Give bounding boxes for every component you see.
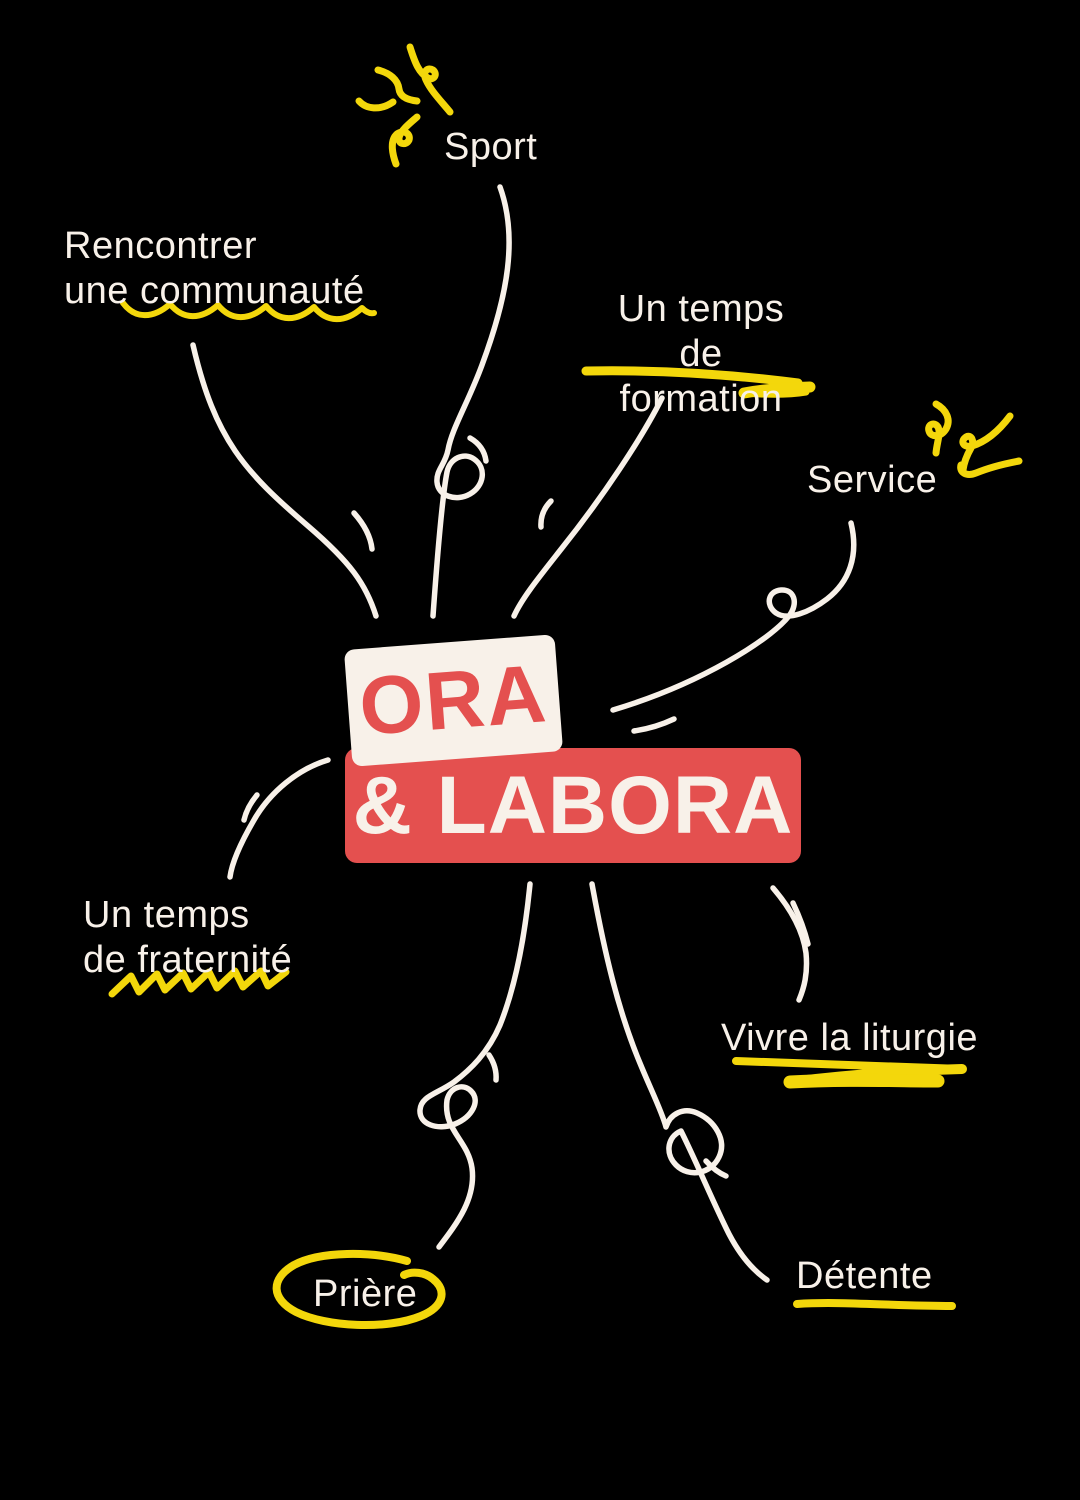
curl-stroke-icon bbox=[957, 457, 1023, 478]
line-sport-accent bbox=[467, 435, 489, 464]
branch-label-text: Un temps bbox=[83, 894, 250, 936]
branch-label-text: Un temps bbox=[617, 288, 785, 330]
scribble-stroke-icon bbox=[783, 1073, 945, 1089]
line-fraternity-accent bbox=[241, 792, 260, 823]
sparkle-stroke-icon bbox=[374, 66, 421, 105]
sparkle-stroke-icon bbox=[355, 97, 397, 112]
line-community-accent bbox=[351, 510, 375, 552]
line-liturgy bbox=[770, 885, 810, 1003]
line-prayer-accent bbox=[486, 1052, 499, 1083]
line-relaxation bbox=[589, 881, 770, 1283]
formation-marker-underline bbox=[581, 366, 816, 399]
branch-label-text: Rencontrer bbox=[64, 225, 257, 267]
branch-label-community: Rencontrer une communauté bbox=[64, 224, 365, 314]
branch-label-sport: Sport bbox=[444, 125, 537, 170]
sparkle-curl-icon bbox=[406, 43, 454, 116]
doodles bbox=[108, 43, 1023, 1330]
line-liturgy-accent bbox=[790, 900, 811, 947]
liturgy-scribble-underline bbox=[732, 1057, 967, 1089]
branch-label-text: Service bbox=[807, 459, 938, 501]
line-prayer bbox=[417, 881, 533, 1250]
branch-label-fraternity: Un temps de fraternité bbox=[83, 893, 292, 983]
relaxation-underline bbox=[793, 1299, 956, 1310]
branch-label-text: Vivre la liturgie bbox=[721, 1017, 979, 1059]
branch-label-text: Prière bbox=[313, 1273, 418, 1315]
sparkle-curl-icon bbox=[388, 113, 421, 168]
branch-label-text: de fraternité bbox=[83, 939, 293, 981]
marker-stroke-icon bbox=[581, 366, 803, 388]
community-wave-underline bbox=[120, 300, 377, 323]
line-community bbox=[190, 342, 379, 619]
branch-label-prayer: Prière bbox=[313, 1272, 417, 1317]
fraternity-zigzag-underline bbox=[108, 967, 290, 998]
branch-label-formation: Un temps de formation bbox=[593, 287, 809, 422]
line-fraternity bbox=[227, 757, 331, 880]
line-sport bbox=[430, 184, 512, 619]
curl-stroke-icon bbox=[959, 412, 1014, 474]
line-relaxation-accent bbox=[703, 1158, 729, 1179]
line-service-accent bbox=[631, 716, 677, 734]
branch-label-text: de formation bbox=[619, 333, 783, 420]
center-node-top-label: ORA bbox=[356, 647, 551, 753]
branch-label-relaxation: Détente bbox=[796, 1254, 933, 1299]
marker-stroke-icon bbox=[740, 388, 810, 398]
branch-label-liturgy: Vivre la liturgie bbox=[721, 1016, 978, 1061]
line-service bbox=[610, 520, 857, 713]
curl-stroke-icon bbox=[925, 400, 952, 457]
branch-label-text: une communauté bbox=[64, 270, 365, 312]
line-formation bbox=[511, 395, 665, 619]
center-node-bottom-label: & LABORA bbox=[352, 759, 794, 851]
service-curl-doodle bbox=[925, 400, 1023, 478]
sport-sparkle-doodle bbox=[355, 43, 454, 168]
center-node-bottom-box: & LABORA bbox=[345, 748, 801, 863]
connector-lines bbox=[190, 184, 857, 1283]
center-node-top-box: ORA bbox=[343, 634, 564, 767]
branch-label-text: Détente bbox=[796, 1255, 933, 1297]
branch-label-service: Service bbox=[807, 458, 937, 503]
prayer-ellipse-doodle bbox=[272, 1249, 446, 1330]
line-formation-accent bbox=[538, 498, 554, 530]
branch-label-text: Sport bbox=[444, 126, 538, 168]
